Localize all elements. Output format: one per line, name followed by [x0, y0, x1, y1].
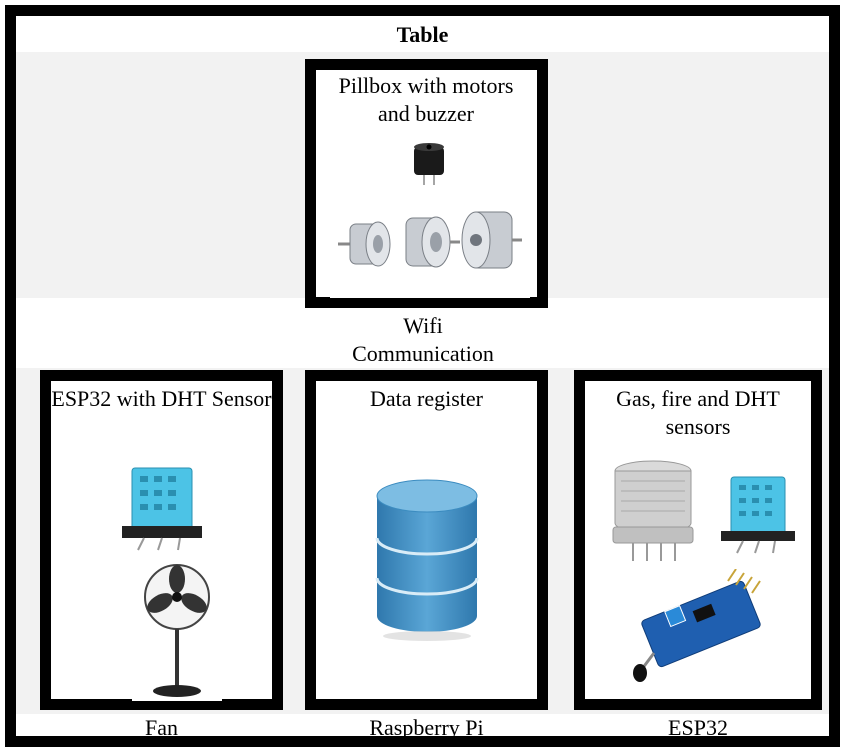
esp32-dht-label: ESP32 with DHT Sensor — [51, 386, 272, 411]
dht-sensor-icon — [108, 450, 215, 556]
data-register-module: Data register — [305, 370, 548, 710]
gas-sensor-icon — [597, 453, 709, 567]
flame-sensor-icon — [632, 569, 766, 693]
dht-sensor-icon — [711, 461, 806, 559]
esp32-dht-module: ESP32 with DHT Sensor — [40, 370, 283, 710]
wifi-communication-label: Wifi Communication — [352, 313, 494, 366]
gas-fire-dht-label: Gas, fire and DHT sensors — [616, 386, 780, 439]
pillbox-label: Pillbox with motors and buzzer — [338, 73, 514, 126]
data-register-label: Data register — [370, 386, 483, 411]
fan-caption: Fan — [145, 715, 178, 740]
table-title: Table — [396, 22, 449, 47]
gas-fire-dht-module: Gas, fire and DHT sensors — [574, 370, 822, 710]
stepper-motor-icon — [330, 194, 530, 298]
buzzer-icon — [400, 133, 460, 191]
pillbox-module: Pillbox with motors and buzzer — [305, 59, 548, 308]
esp32-caption: ESP32 — [668, 715, 728, 740]
raspberry-pi-caption: Raspberry Pi — [369, 715, 484, 740]
standing-fan-icon — [132, 561, 222, 701]
database-icon — [371, 476, 483, 646]
